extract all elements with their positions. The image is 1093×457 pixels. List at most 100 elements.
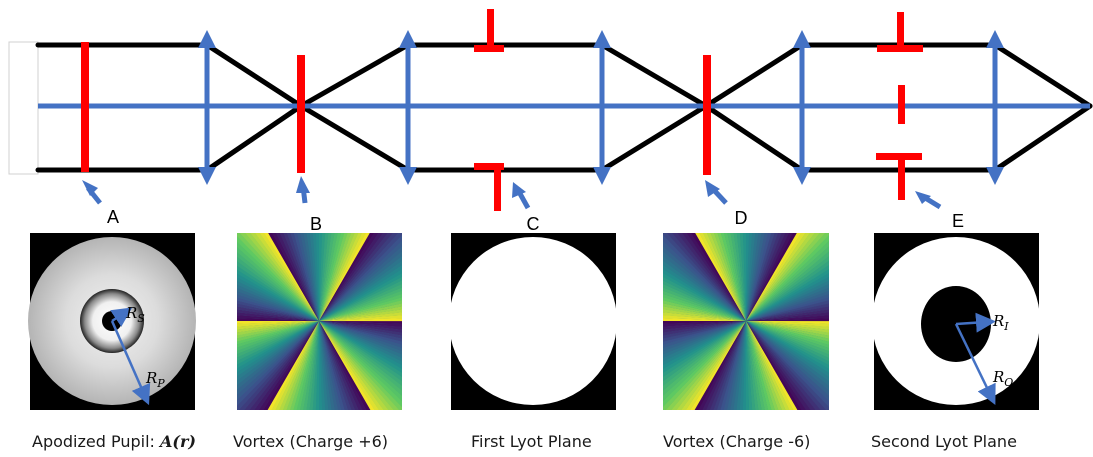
vortex-mask-2 [703, 55, 711, 175]
caption-vortex-minus: Vortex (Charge -6) [663, 432, 810, 451]
vortex-d-wedge [663, 321, 746, 333]
lens-4 [793, 30, 811, 185]
vortex-d-wedge [746, 235, 829, 321]
vortex-b-wedge [319, 306, 402, 321]
vortex-b-wedge [237, 321, 319, 395]
vortex-b-wedge [237, 321, 319, 377]
vortex-b-wedge [237, 321, 319, 410]
vortex-d-wedge [746, 321, 775, 410]
vortex-d-wedge [746, 321, 756, 410]
vortex-d-wedge [730, 233, 746, 321]
vortex-b-wedge [319, 321, 375, 410]
vortex-b-wedge [319, 321, 326, 410]
vortex-b-wedge [237, 321, 319, 401]
vortex-d-wedge [746, 260, 829, 321]
vortex-b-wedge [237, 321, 319, 330]
vortex-d-wedge [746, 290, 829, 321]
vortex-b-wedge [237, 321, 319, 339]
vortex-d-wedge [746, 321, 753, 410]
rs-label: RS [125, 304, 145, 325]
vortex-d-wedge [746, 256, 829, 321]
vortex-b-wedge [237, 321, 319, 351]
lens-1 [198, 30, 216, 185]
vortex-b-wedge [237, 321, 319, 373]
vortex-b-wedge [319, 287, 402, 321]
vortex-b-wedge [319, 284, 402, 321]
vortex-mask-1 [297, 55, 305, 173]
vortex-d-wedge [746, 318, 829, 322]
vortex-b-wedge [319, 315, 402, 321]
vortex-d-wedge [695, 233, 746, 321]
vortex-d-wedge [745, 321, 750, 410]
vortex-d-wedge [746, 297, 829, 321]
vortex-d-wedge [686, 233, 746, 321]
vortex-d-wedge [666, 233, 746, 321]
vortex-b-wedge [319, 269, 402, 321]
apodizer-panel: RS RP [28, 233, 196, 410]
lenses [198, 30, 1004, 185]
vortex-b-wedge [237, 321, 319, 406]
caption-apodized-pupil: Apodized Pupil: A(r) [32, 432, 196, 451]
vortex-d-wedge [663, 321, 746, 355]
vortex-b-wedge [237, 320, 319, 324]
vortex-b-wedge [315, 233, 320, 321]
vortex-b-wedge [306, 233, 319, 321]
vortex-b-wedge [283, 233, 319, 321]
vortex-d-wedge [736, 233, 746, 321]
ro-label: RO [992, 368, 1013, 389]
vortex-d-wedge [746, 321, 772, 410]
vortex-d-wedge [746, 321, 811, 410]
vortex-b-wedge [319, 321, 355, 410]
vortex-d-wedge [733, 233, 746, 321]
vortex-b-wedge [237, 321, 319, 348]
vortex-d-wedge [663, 321, 746, 382]
vortex-d-wedge [746, 321, 779, 410]
vortex-b-wedge [319, 321, 402, 410]
source-box [8, 41, 39, 175]
vortex-d-wedge [663, 233, 746, 321]
vortex-b-wedge [237, 321, 319, 386]
lyot-stop-1 [474, 9, 504, 211]
vortex-d-wedge [746, 233, 829, 321]
vortex-b-wedge [293, 233, 319, 321]
vortex-d-wedge [663, 321, 746, 396]
vortex-b-wedge [250, 233, 319, 321]
vortex-d-wedge [746, 321, 829, 410]
vortex-d-wedge [663, 320, 746, 324]
vortex-b-wedge [319, 321, 359, 410]
vortex-b-wedge [237, 321, 319, 358]
vortex-d-wedge [746, 321, 798, 410]
vortex-d-wedge [663, 321, 746, 348]
lens-2 [399, 30, 417, 185]
vortex-d-wedge [672, 233, 746, 321]
vortex-d-wedge [663, 321, 746, 342]
vortex-d-wedge [746, 321, 802, 410]
vortex-b-wedge [319, 297, 402, 321]
vortex-d-wedge [663, 321, 746, 345]
vortex-b-wedge [319, 240, 402, 321]
vortex-b-wedge [309, 233, 319, 321]
vortex-b-wedge [237, 321, 319, 336]
vortex-b-wedge [268, 233, 319, 321]
vortex-b-wedge [319, 321, 384, 410]
vortex-b-wedge [237, 321, 319, 342]
vortex-b-wedge [276, 233, 319, 321]
vortex-b-wedge [237, 233, 319, 321]
vortex-d-wedge [746, 280, 829, 321]
vortex-d-wedge [663, 321, 746, 358]
vortex-b-wedge [297, 233, 319, 321]
optical-elements [81, 9, 923, 211]
vortex-d-wedge [746, 321, 807, 410]
vortex-b-wedge [319, 294, 402, 321]
vortex-d-wedge [746, 303, 829, 321]
vortex-d-wedge [746, 315, 829, 321]
vortex-d-wedge [677, 233, 746, 321]
vortex-b-wedge [237, 321, 319, 361]
vortex-b-wedge [319, 321, 380, 410]
vortex-d-wedge [720, 233, 746, 321]
vortex-d-wedge [663, 321, 746, 366]
vortex-b-wedge [319, 309, 402, 321]
vortex-b-wedge [272, 233, 319, 321]
vortex-d-wedge [663, 321, 746, 407]
